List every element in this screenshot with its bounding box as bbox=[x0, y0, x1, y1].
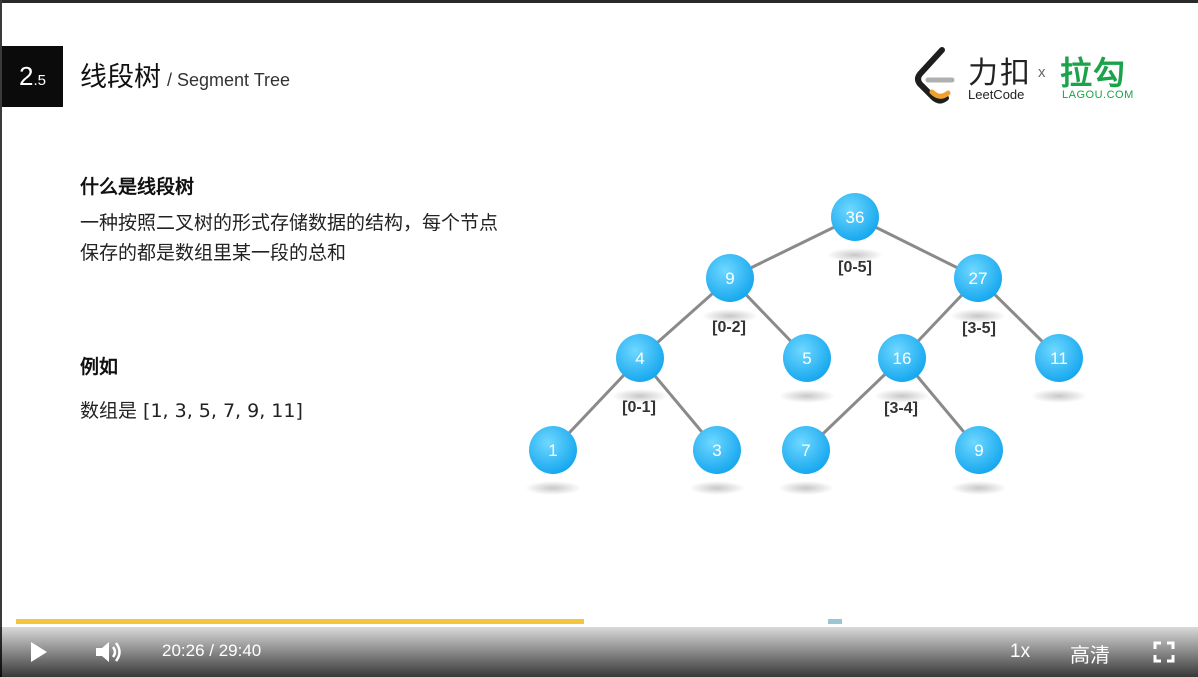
tree-node-value: 27 bbox=[969, 269, 988, 288]
tree-node-shadow bbox=[612, 389, 668, 403]
tree-node bbox=[783, 334, 831, 382]
leetcode-cn-name: 力扣 bbox=[968, 56, 1032, 91]
player-controls: 20:26 / 29:40 1x 高清 bbox=[0, 627, 1198, 677]
tree-node-value: 3 bbox=[712, 441, 721, 460]
tree-node bbox=[693, 426, 741, 474]
description-line: 保存的都是数组里某一段的总和 bbox=[80, 242, 347, 264]
brand-logos: 力扣 LeetCode x 拉勾 LAGOU.COM bbox=[912, 44, 1142, 110]
tree-node-shadow bbox=[827, 248, 883, 262]
tree-node-shadow bbox=[689, 481, 745, 495]
tree-node-shadow bbox=[779, 389, 835, 403]
tree-node-value: 5 bbox=[802, 349, 811, 368]
progress-buffered bbox=[828, 619, 842, 624]
tree-node bbox=[954, 254, 1002, 302]
tree-node bbox=[955, 426, 1003, 474]
lagou-en-name: LAGOU.COM bbox=[1062, 89, 1134, 101]
example-array: 数组是 [1, 3, 5, 7, 9, 11] bbox=[80, 400, 303, 422]
segment-range-label: [0-1] bbox=[622, 399, 656, 416]
segment-range-label: [0-2] bbox=[712, 319, 746, 336]
fullscreen-icon[interactable] bbox=[1153, 641, 1175, 663]
slide-title: 线段树 / Segment Tree bbox=[80, 60, 290, 98]
tree-node-value: 7 bbox=[801, 441, 810, 460]
segment-range-label: [3-4] bbox=[884, 400, 918, 417]
section-number-badge: 2.5 bbox=[2, 46, 63, 107]
tree-node-value: 9 bbox=[974, 441, 983, 460]
tree-node-shadow bbox=[702, 309, 758, 323]
tree-node bbox=[529, 426, 577, 474]
tree-node-shadow bbox=[1031, 389, 1087, 403]
tree-node-value: 9 bbox=[725, 269, 734, 288]
tree-node-shadow bbox=[874, 389, 930, 403]
playback-speed-button[interactable]: 1x bbox=[1010, 641, 1031, 662]
tree-node-shadow bbox=[525, 481, 581, 495]
time-display: 20:26 / 29:40 bbox=[162, 641, 262, 660]
section-number: 2 bbox=[19, 61, 34, 91]
play-icon[interactable] bbox=[28, 640, 50, 664]
top-border bbox=[0, 0, 1198, 3]
segment-range-label: [0-5] bbox=[838, 259, 872, 276]
tree-node bbox=[616, 334, 664, 382]
logo-separator: x bbox=[1038, 64, 1046, 81]
tree-node bbox=[782, 426, 830, 474]
tree-node bbox=[706, 254, 754, 302]
lagou-cn-name: 拉勾 bbox=[1060, 54, 1127, 92]
tree-node-value: 16 bbox=[893, 349, 912, 368]
tree-node bbox=[1035, 334, 1083, 382]
volume-icon[interactable] bbox=[94, 638, 124, 666]
quality-button[interactable]: 高清 bbox=[1070, 643, 1110, 667]
section-sub-number: .5 bbox=[33, 72, 46, 89]
tree-node bbox=[878, 334, 926, 382]
leetcode-logo-icon bbox=[915, 47, 955, 104]
tree-node-shadow bbox=[778, 481, 834, 495]
tree-node-shadow bbox=[950, 309, 1006, 323]
progress-bar[interactable] bbox=[16, 619, 842, 624]
description: 一种按照二叉树的形式存储数据的结构，每个节点 保存的都是数组里某一段的总和 bbox=[80, 208, 580, 268]
tree-node-value: 1 bbox=[548, 441, 557, 460]
heading-example: 例如 bbox=[80, 356, 119, 378]
segment-range-label: [3-5] bbox=[962, 320, 996, 337]
title-en: / Segment Tree bbox=[167, 70, 291, 90]
tree-node-value: 36 bbox=[846, 208, 865, 227]
tree-node-value: 11 bbox=[1050, 349, 1068, 368]
description-line: 一种按照二叉树的形式存储数据的结构，每个节点 bbox=[80, 212, 499, 234]
left-border bbox=[0, 0, 2, 677]
title-cn: 线段树 bbox=[80, 62, 161, 93]
leetcode-en-name: LeetCode bbox=[968, 87, 1025, 102]
heading-what-is: 什么是线段树 bbox=[80, 176, 195, 198]
progress-played[interactable] bbox=[16, 619, 585, 624]
tree-node-shadow bbox=[951, 481, 1007, 495]
tree-node-value: 4 bbox=[635, 349, 644, 368]
tree-node bbox=[831, 193, 879, 241]
